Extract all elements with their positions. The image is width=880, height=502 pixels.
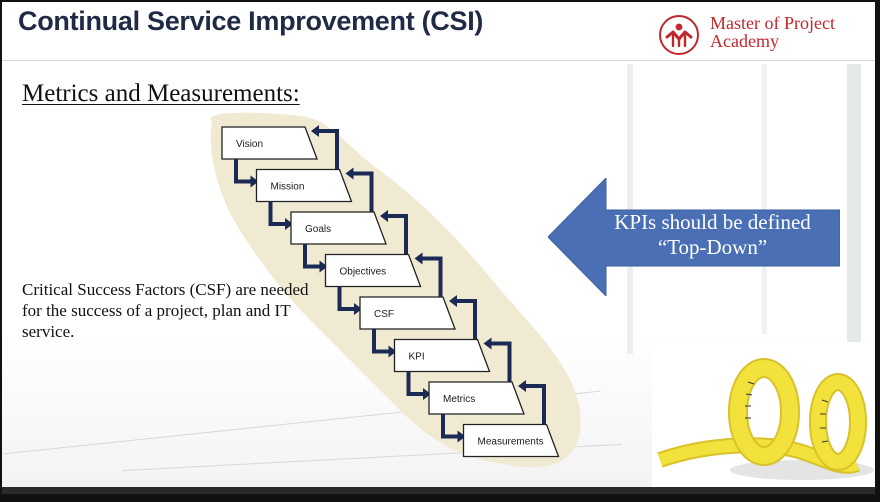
arrow-head-icon	[388, 345, 397, 358]
arrow-head-icon	[285, 218, 293, 230]
staircase-step-box	[324, 253, 422, 288]
staircase-step-label: Objectives	[340, 267, 387, 278]
staircase-down-arrow	[406, 371, 427, 396]
staircase-step-label: Metrics	[443, 394, 475, 405]
staircase-step-label: KPI	[409, 352, 425, 363]
kpi-callout-arrow	[548, 178, 840, 296]
section-heading: Metrics and Measurements:	[22, 80, 300, 107]
background-window-frame	[627, 64, 633, 354]
kpi-callout-line-1: KPIs should be defined	[614, 210, 811, 234]
staircase-down-arrow	[337, 286, 358, 311]
company-logo: Master of Project Academy	[659, 12, 869, 58]
staircase-step-label: CSF	[374, 309, 394, 320]
slide-title: Continual Service Improvement (CSI)	[18, 6, 484, 36]
arrow-head-icon	[423, 388, 431, 400]
arrow-head-icon	[345, 167, 354, 180]
arrow-head-icon	[319, 260, 328, 273]
arrow-head-icon	[311, 125, 319, 137]
kpi-callout-line-2: “Top-Down”	[657, 235, 768, 259]
staircase-down-arrow	[303, 244, 324, 269]
logo-line-2: Academy	[710, 31, 779, 51]
staircase-down-arrow	[268, 201, 289, 226]
csf-description: Critical Success Factors (CSF) are neede…	[22, 280, 309, 341]
logo-line-1: Master of Project	[710, 13, 835, 33]
logo-mark-icon	[659, 15, 699, 55]
arrow-head-icon	[414, 252, 423, 265]
arrow-head-icon	[250, 175, 259, 188]
staircase-step-label: Mission	[271, 182, 305, 193]
staircase-down-arrow	[234, 159, 255, 184]
slide: Continual Service Improvement (CSI) Mast…	[2, 2, 875, 494]
arrow-head-icon	[457, 430, 466, 443]
arrow-head-icon	[380, 210, 388, 222]
staircase-step-box	[428, 381, 525, 415]
staircase-down-arrow	[372, 329, 393, 354]
staircase-step-box	[221, 126, 318, 160]
staircase-step-label: Vision	[236, 139, 263, 150]
staircase-step-label: Measurements	[478, 437, 544, 448]
staircase-step-box	[393, 338, 491, 373]
kpi-callout-text: KPIs should be defined “Top-Down”	[600, 210, 825, 260]
slide-header: Continual Service Improvement (CSI) Mast…	[2, 2, 875, 61]
arrow-head-icon	[483, 337, 492, 350]
background-window-frame	[847, 64, 861, 364]
staircase-down-arrow	[441, 414, 462, 439]
staircase-step-box	[290, 211, 387, 245]
arrow-head-icon	[449, 295, 457, 307]
staircase-step-box	[359, 296, 456, 330]
staircase-step-label: Goals	[305, 224, 331, 235]
background-window-frame	[762, 64, 767, 334]
arrow-head-icon	[518, 380, 526, 392]
bottom-bar	[2, 487, 875, 494]
staircase-step-box	[462, 423, 560, 458]
logo-text: Master of Project Academy	[710, 14, 835, 50]
staircase-step-box	[255, 168, 353, 203]
arrow-head-icon	[354, 303, 362, 315]
tape-measure-image	[652, 342, 875, 487]
